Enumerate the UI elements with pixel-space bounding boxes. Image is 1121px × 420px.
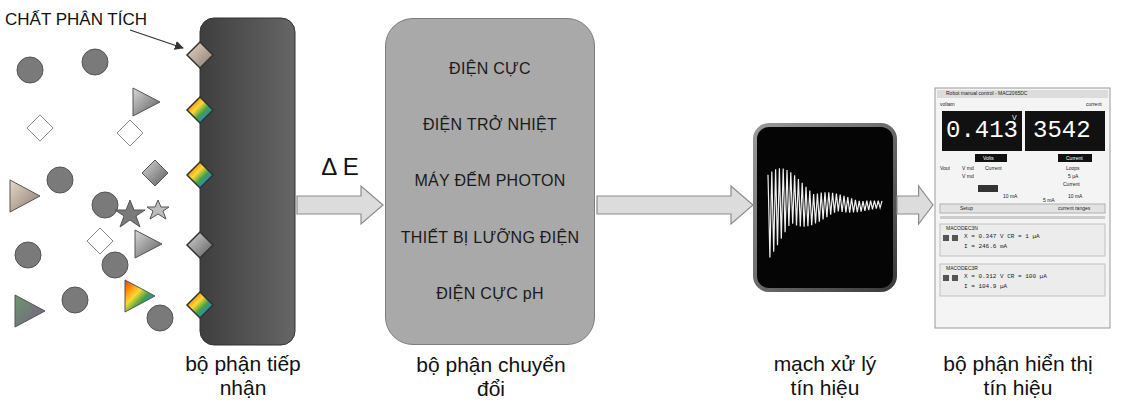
display-readout: 0.413: [946, 119, 1018, 143]
display-readout: MACODEC3R: [946, 266, 978, 271]
display-panel: [935, 88, 1110, 328]
node-body: [755, 125, 895, 290]
stage-caption: bộ phận tiếp nhận: [178, 352, 308, 399]
free-molecules: [10, 49, 173, 331]
screen-body: [755, 125, 895, 290]
display-readout: Current: [985, 166, 1002, 171]
display-readout: Loops: [1066, 166, 1080, 171]
display-readout: V: [1012, 114, 1017, 121]
display-readout: 5 µA: [1068, 174, 1078, 179]
transducer-type: ĐIỆN CỰC: [449, 60, 531, 78]
display-readout: X = 0.312 V CR = 100 µA: [964, 274, 1047, 280]
display-readout: MACODEC3N: [946, 226, 978, 231]
transducer-type: ĐIỆN TRỞ NHIỆT: [423, 116, 557, 134]
block-arrow: [597, 186, 753, 224]
block-arrow: [297, 186, 383, 224]
display-readout: current: [1086, 102, 1102, 107]
transducer-type: THIẾT BỊ LƯỠNG ĐIỆN: [401, 229, 580, 247]
display-readout: voltam: [940, 102, 955, 107]
display-readout: Current: [1066, 156, 1083, 161]
transducer-type: ĐIỆN CỰC pH: [436, 285, 544, 303]
display-readout: I = 246.6 mA: [964, 244, 1007, 250]
display-readout: Current: [1063, 182, 1080, 187]
bound-analytes: [187, 42, 213, 318]
display-readout: I = 104.9 µA: [964, 284, 1007, 290]
stage-caption: bộ phận hiển thị tín hiệu: [930, 352, 1106, 399]
waveform: [768, 168, 882, 257]
node-body: [200, 18, 295, 345]
display-readout: Vout: [940, 166, 950, 171]
transducer-box: ĐIỆN CỰC ĐIỆN TRỞ NHIỆT MÁY ĐẾM PHOTON THIẾ…: [385, 18, 595, 345]
analyte-label: CHẤT PHÂN TÍCH: [5, 11, 147, 28]
display-readout: 3542: [1033, 119, 1091, 143]
stage-caption: bộ phận chuyển đổi: [416, 353, 566, 400]
display-readout: V md: [962, 174, 974, 179]
display-readout: V md: [962, 166, 974, 171]
node-body: ĐIỆN CỰC ĐIỆN TRỞ NHIỆT MÁY ĐẾM PHOTON THIẾ…: [386, 19, 594, 344]
waveform-trace: [768, 168, 882, 257]
display-readout: 5 mA: [1043, 198, 1055, 203]
display-readout: 10 mA: [1068, 194, 1082, 199]
display-readout: 10 mA: [1003, 194, 1017, 199]
stage-caption: mạch xử lý tín hiệu: [760, 352, 890, 399]
signal-screen: mạch xử lý tín hiệu: [755, 125, 895, 290]
display-readout: Volts: [983, 156, 994, 161]
display-readout: Robot manual control - MAC2065DC: [946, 91, 1027, 96]
receptor-block: [200, 18, 295, 345]
display-readout: Setup: [960, 206, 973, 211]
block-arrow: [897, 186, 933, 224]
transducer-type: MÁY ĐẾM PHOTON: [414, 172, 565, 190]
display-readout: current ranges: [1058, 206, 1090, 211]
receptor: bộ phận tiếp nhận: [200, 18, 295, 345]
leader-line: [130, 30, 183, 48]
display-readout: X = 0.347 V CR = 1 µA: [964, 234, 1040, 240]
edge-label: Δ E: [321, 153, 358, 181]
